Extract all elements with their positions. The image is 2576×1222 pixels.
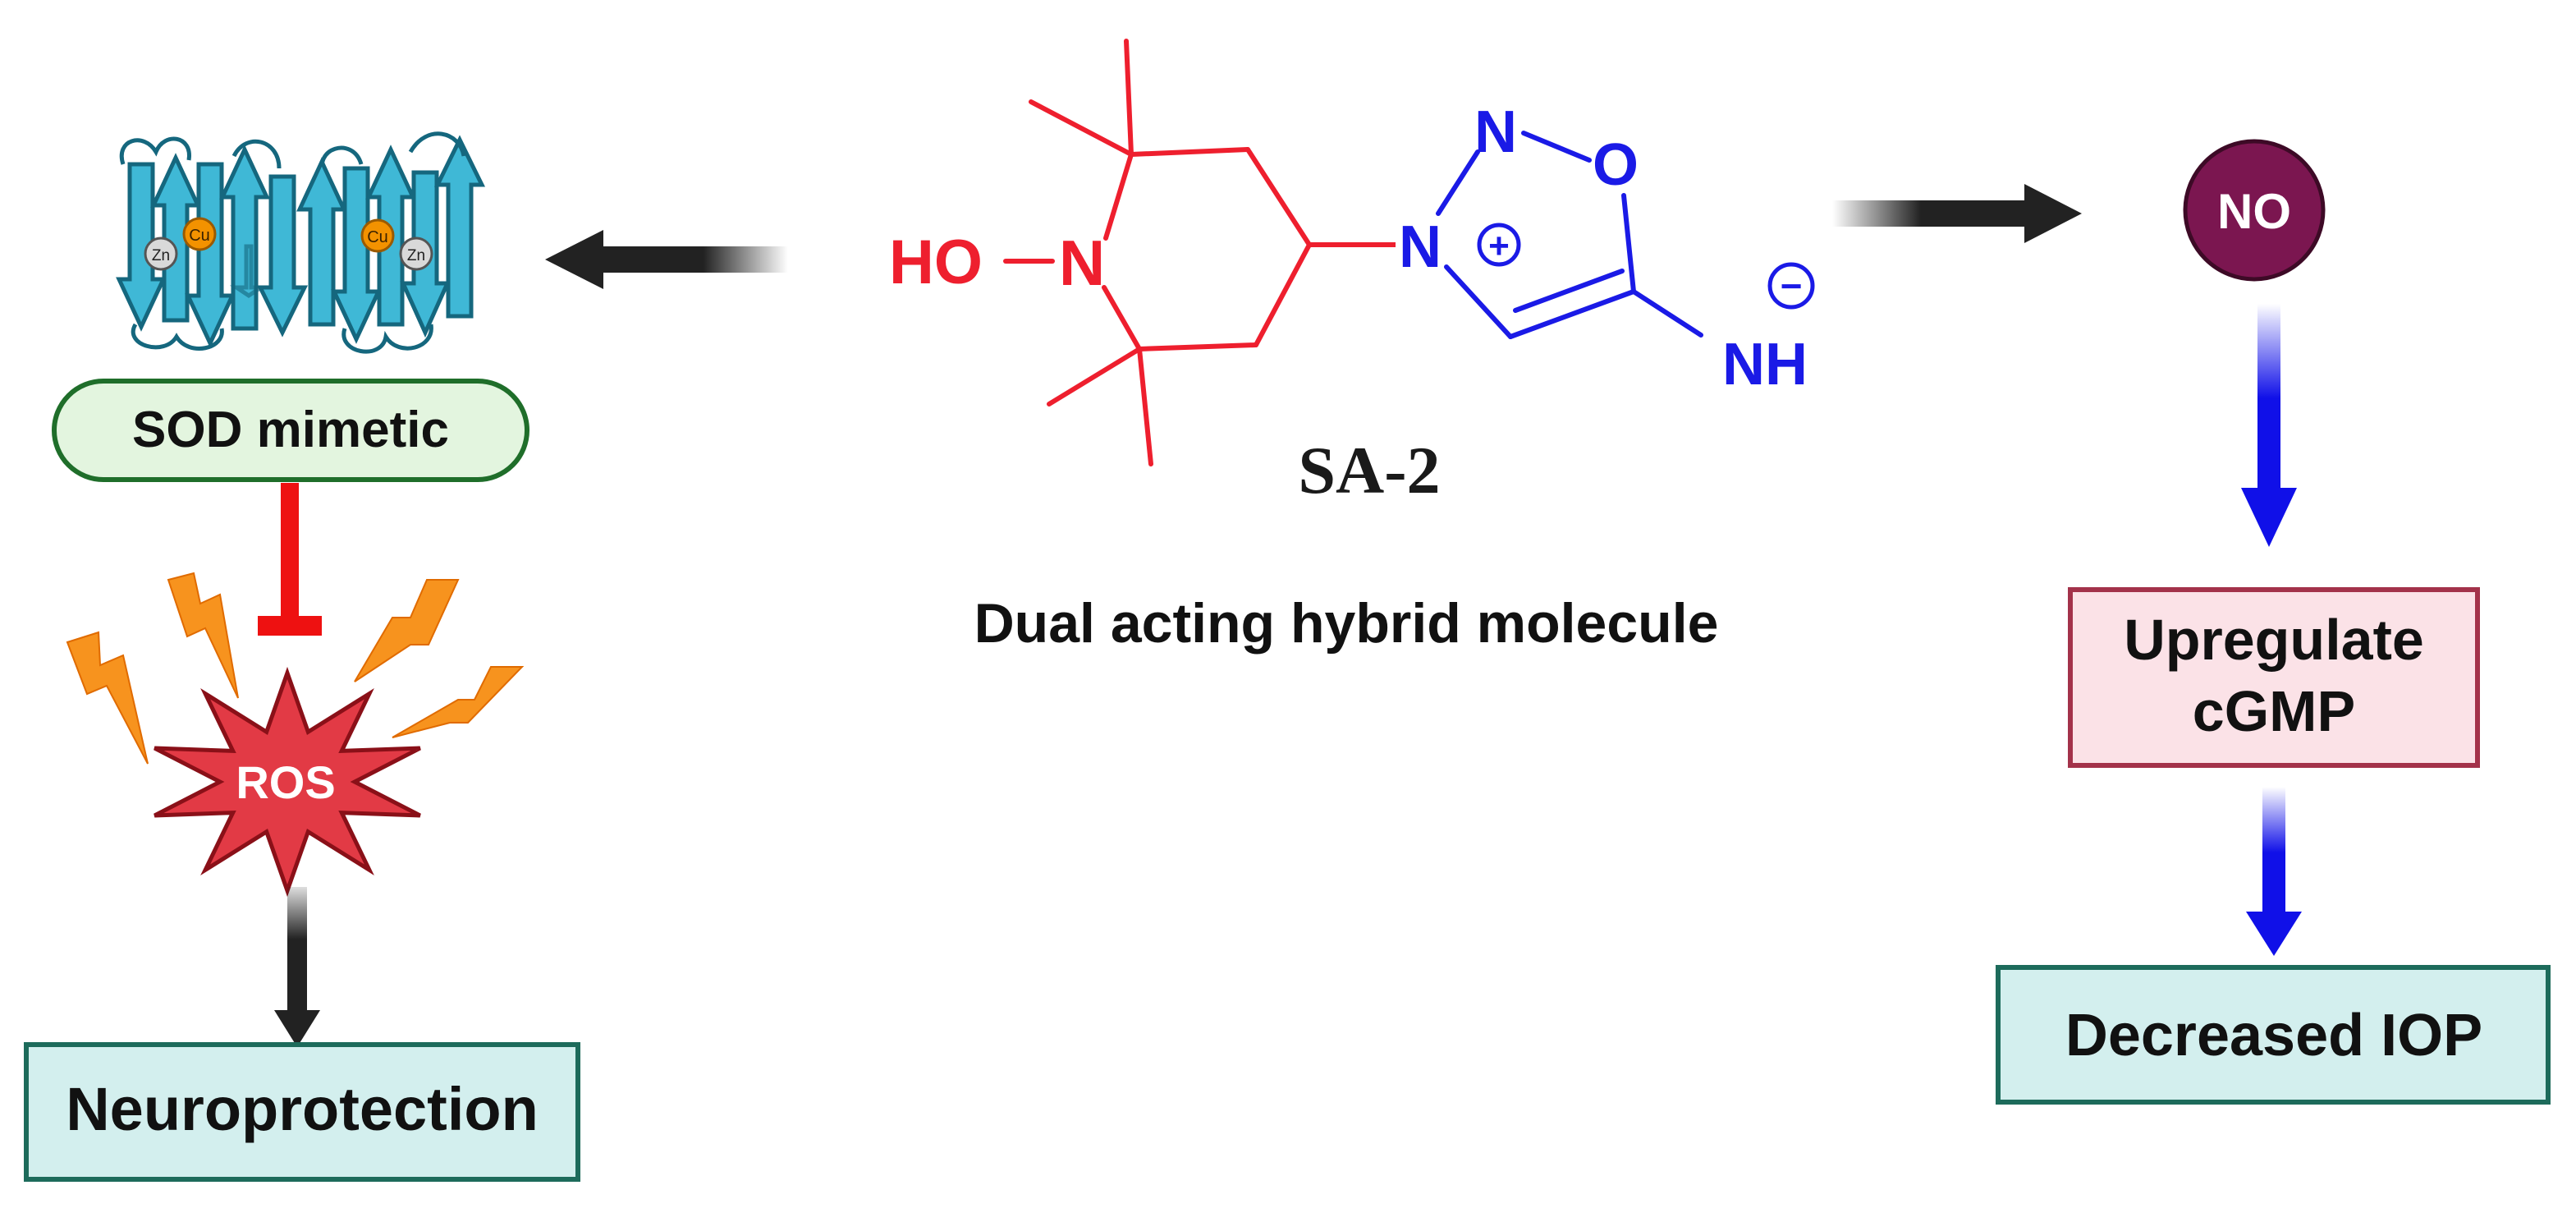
atom-ho: HO (889, 227, 983, 297)
sydnone-ring (1436, 131, 1703, 339)
copper-ion-left-label: Cu (189, 227, 210, 245)
lightning-icon (167, 572, 239, 699)
negative-charge-icon: − (1767, 262, 1815, 310)
lightning-bolts (66, 572, 525, 765)
atom-o: O (1593, 132, 1639, 198)
upregulate-text-line2: cGMP (2193, 679, 2355, 743)
lightning-icon (392, 666, 525, 738)
arrow-to-sod-mimetic (545, 230, 788, 289)
molecule-caption: Dual acting hybrid molecule (974, 592, 1719, 655)
decreased-iop-text: Decreased IOP (2065, 1003, 2482, 1068)
svg-text:+: + (1488, 226, 1510, 266)
zinc-ion-left (144, 237, 178, 271)
sod-mimetic-text: SOD mimetic (132, 402, 449, 458)
ros-burst: ROS (154, 666, 421, 898)
piperidine-ring (1003, 39, 1312, 466)
decreased-iop-box: Decreased IOP (1996, 965, 2551, 1105)
ros-label: ROS (236, 756, 335, 808)
atom-n-piperidine: N (1059, 227, 1105, 299)
protein-subunit-left (116, 136, 309, 351)
upregulate-cgmp-box: Upregulate cGMP (2068, 587, 2480, 768)
inhibition-arrow (258, 483, 322, 636)
cgmp-to-iop-arrow (2246, 787, 2302, 956)
copper-ion-right (360, 218, 395, 253)
zinc-ion-right (399, 237, 433, 271)
atom-nh: NH (1722, 332, 1808, 397)
protein-subunit-right (296, 131, 486, 354)
sa2-molecule-structure: HO N N N O NH + − (889, 39, 1815, 466)
no-label: NO (2217, 184, 2291, 239)
neuroprotection-text: Neuroprotection (66, 1075, 539, 1143)
zinc-ion-left-label: Zn (152, 247, 170, 264)
no-to-cgmp-arrow (2241, 304, 2297, 547)
positive-charge-icon: + (1477, 223, 1521, 267)
atom-n2: N (1474, 99, 1517, 165)
lightning-icon (66, 631, 149, 765)
lightning-icon (354, 579, 460, 682)
copper-ion-left (182, 217, 217, 251)
arrow-to-no (1832, 184, 2082, 243)
ros-to-neuroprotection-arrow (274, 887, 320, 1047)
svg-text:−: − (1781, 264, 1803, 307)
zinc-ion-right-label: Zn (407, 247, 425, 264)
neuroprotection-box: Neuroprotection (24, 1042, 580, 1182)
sod-enzyme-illustration: Cu Zn Cu Zn (116, 131, 486, 354)
atom-n3: N (1399, 214, 1442, 280)
nitric-oxide-node: NO (2183, 139, 2326, 282)
copper-ion-right-label: Cu (367, 228, 388, 246)
upregulate-text-line1: Upregulate (2124, 608, 2424, 672)
molecule-name: SA-2 (1298, 433, 1440, 508)
sod-mimetic-label-box: SOD mimetic (52, 379, 529, 482)
